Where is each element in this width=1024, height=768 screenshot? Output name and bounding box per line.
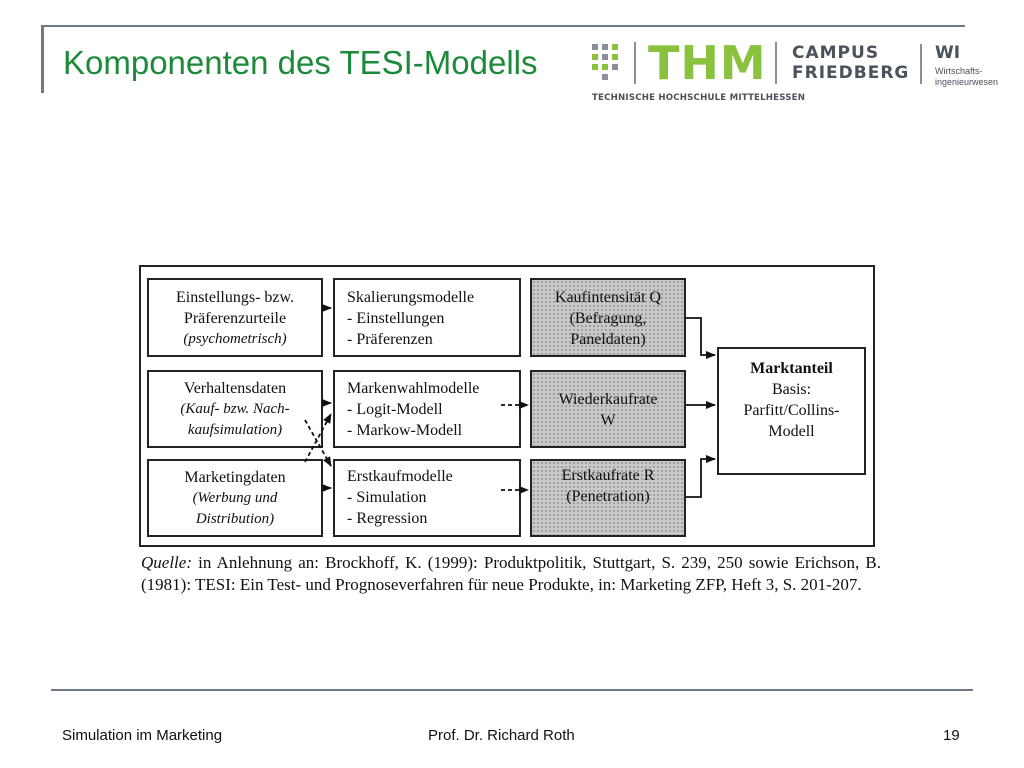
footer-divider bbox=[51, 689, 973, 691]
logo-divider bbox=[775, 42, 777, 84]
header-frame-left bbox=[41, 25, 44, 93]
footer-page-number: 19 bbox=[943, 727, 960, 744]
data-box-behavior: Verhaltensdaten (Kauf- bzw. Nach- kaufsi… bbox=[147, 370, 323, 448]
footer-author: Prof. Dr. Richard Roth bbox=[428, 727, 575, 744]
thm-wordmark: THM bbox=[648, 36, 767, 90]
model-box-first-purchase: Erstkaufmodelle - Simulation - Regressio… bbox=[333, 459, 521, 537]
slide-title: Komponenten des TESI-Modells bbox=[63, 44, 538, 81]
thm-dots-icon bbox=[592, 44, 628, 80]
logo-divider bbox=[634, 42, 636, 84]
data-box-marketing: Marketingdaten (Werbung und Distribution… bbox=[147, 459, 323, 537]
measure-box-purchase-intensity: Kaufintensität Q (Befragung, Paneldaten) bbox=[530, 278, 686, 357]
result-box-market-share: Marktanteil Basis: Parfitt/Collins- Mode… bbox=[717, 347, 866, 475]
source-citation: Quelle: in Anlehnung an: Brockhoff, K. (… bbox=[141, 553, 882, 594]
data-box-attitudes: Einstellungs- bzw. Präferenzurteile (psy… bbox=[147, 278, 323, 357]
measure-box-first-purchase-rate: Erstkaufrate R (Penetration) bbox=[530, 459, 686, 537]
footer-course: Simulation im Marketing bbox=[62, 727, 223, 744]
thm-subtitle: TECHNISCHE HOCHSCHULE MITTELHESSEN bbox=[592, 93, 806, 103]
dept-name: Wirtschafts- ingenieurwesen bbox=[935, 66, 999, 87]
model-box-brand-choice: Markenwahlmodelle - Logit-Modell - Marko… bbox=[333, 370, 521, 448]
campus-label: CAMPUS FRIEDBERG bbox=[792, 43, 910, 83]
thm-logo: THM CAMPUS FRIEDBERG WI Wirtschafts- ing… bbox=[590, 36, 1010, 110]
measure-box-repurchase-rate: Wiederkaufrate W bbox=[530, 370, 686, 448]
logo-divider bbox=[920, 44, 922, 84]
model-box-scaling: Skalierungsmodelle - Einstellungen - Prä… bbox=[333, 278, 521, 357]
dept-label: WI bbox=[935, 43, 961, 63]
header-frame-top bbox=[41, 25, 965, 27]
